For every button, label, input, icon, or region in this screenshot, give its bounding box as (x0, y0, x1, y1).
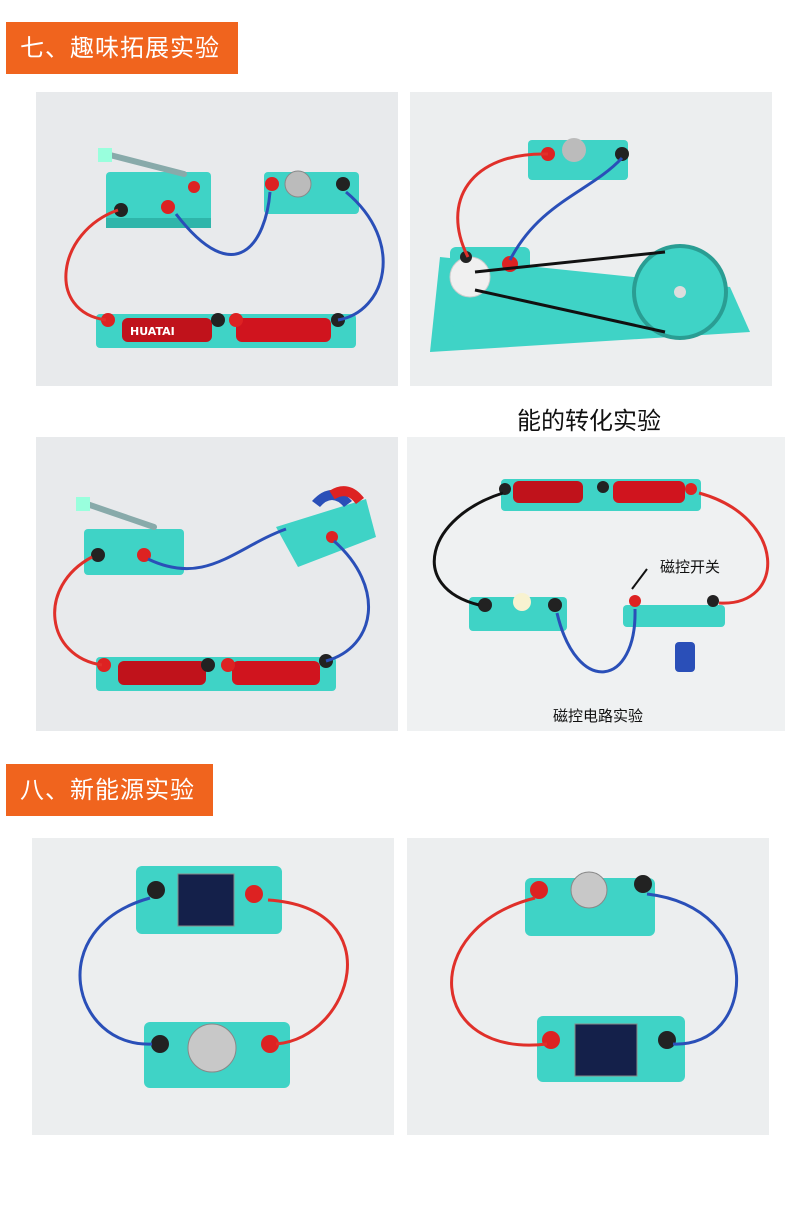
photo-4-illustration (407, 437, 785, 731)
section-title-7: 七、趣味拓展实验 (20, 34, 220, 62)
section-banner-8: 八、新能源实验 (6, 764, 213, 816)
photo-knife-switch-magnet (36, 437, 398, 731)
photo-1-illustration: HUATAI (36, 92, 398, 386)
battery-brand-label: HUATAI (130, 325, 175, 338)
photo-2-illustration (410, 92, 772, 386)
photo-solar-panel-motor-1 (32, 838, 394, 1135)
section-banner-7: 七、趣味拓展实验 (6, 22, 238, 74)
photo-magnetic-switch-circuit (407, 437, 785, 731)
section-title-8: 八、新能源实验 (20, 776, 195, 804)
photo-solar-panel-motor-2 (407, 838, 769, 1135)
photo-pulley-generator (410, 92, 772, 386)
caption-magnetic-circuit: 磁控电路实验 (553, 707, 644, 725)
photo-5-illustration (32, 838, 394, 1135)
caption-magnetic-switch: 磁控开关 (660, 558, 721, 576)
photo-3-illustration (36, 437, 398, 731)
caption-energy-conversion: 能的转化实验 (517, 407, 661, 435)
photo-6-illustration (407, 838, 769, 1135)
photo-knife-switch-motor-circuit: HUATAI (36, 92, 398, 386)
